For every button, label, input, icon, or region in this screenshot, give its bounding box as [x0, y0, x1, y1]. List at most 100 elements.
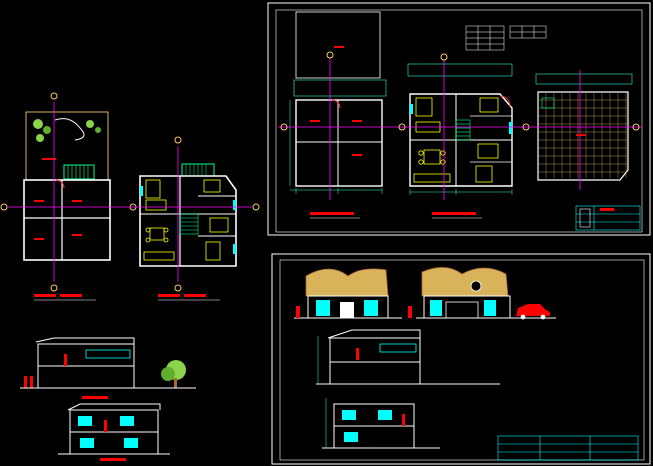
- door-swing: [499, 95, 511, 107]
- gutter-detail: [541, 97, 555, 109]
- axis-tag: [174, 284, 182, 292]
- window: [233, 200, 236, 210]
- roof-profile: [305, 268, 389, 297]
- section-b: [58, 403, 170, 461]
- lot-outline: [295, 11, 381, 79]
- tree-icon: [33, 119, 43, 129]
- window: [344, 432, 358, 442]
- door-swing: [55, 179, 65, 189]
- axis-tag: [0, 203, 8, 211]
- cross-section: [322, 398, 440, 449]
- person-icon: [402, 414, 405, 426]
- upper-floor-plan: [128, 136, 260, 301]
- bed-icon: [205, 241, 221, 261]
- site-plan: [278, 11, 400, 219]
- plan-title-bar: [158, 294, 180, 297]
- tree-icon: [161, 360, 186, 388]
- plan-title-bar: [432, 212, 476, 215]
- lower-floor: [329, 361, 421, 385]
- person-icon: [356, 348, 359, 360]
- section-title-bar: [82, 396, 108, 399]
- lower-floor: [37, 365, 135, 389]
- label-bar: [576, 134, 586, 136]
- person-icon: [24, 376, 27, 388]
- label-bar: [72, 200, 82, 202]
- exterior-wall: [295, 99, 383, 187]
- label-bar: [334, 46, 344, 48]
- furniture: [143, 179, 229, 261]
- longitudinal-section: [316, 329, 500, 385]
- person-icon: [30, 376, 33, 388]
- roof-plan: [526, 70, 642, 190]
- tree-icon: [86, 120, 94, 128]
- window: [120, 416, 134, 426]
- sheet-border-outer: [271, 253, 651, 465]
- railing: [379, 343, 417, 353]
- window: [378, 410, 392, 420]
- label-bar: [34, 238, 44, 240]
- garden-plants: [33, 118, 101, 142]
- bed-icon: [209, 217, 229, 233]
- glass-panels: [140, 186, 236, 254]
- dimension-ticks: [289, 100, 383, 194]
- label-bar: [72, 234, 82, 236]
- window: [430, 300, 442, 316]
- window: [364, 300, 378, 316]
- plan-title-bar: [184, 294, 206, 297]
- axis-tag: [174, 136, 182, 144]
- axis-tag: [632, 123, 640, 131]
- roof-line: [67, 403, 161, 411]
- stair-hatch: [63, 164, 95, 180]
- title-block: [497, 435, 639, 461]
- axis-tag: [50, 92, 58, 100]
- dimension-strip: [407, 63, 513, 77]
- furnished-floor-plan: [398, 53, 530, 219]
- exterior-wall: [139, 175, 237, 267]
- bed-icon: [479, 97, 499, 113]
- chair-icon: [163, 227, 169, 233]
- label-bar: [352, 154, 362, 156]
- person-icon: [64, 354, 67, 366]
- axis-tag: [326, 51, 334, 59]
- window: [233, 244, 236, 254]
- exterior-wall: [409, 93, 513, 187]
- chair-icon: [145, 237, 151, 243]
- table-icon: [423, 149, 441, 165]
- window: [316, 300, 330, 316]
- roof-profile: [421, 267, 509, 297]
- bed-icon: [475, 165, 493, 183]
- bed-icon: [145, 179, 161, 199]
- plan-title-bar: [310, 212, 354, 215]
- sheet-border-inner: [275, 9, 643, 233]
- balcony-rail: [185, 164, 207, 176]
- window: [410, 104, 413, 114]
- rear-elevation: [416, 267, 556, 320]
- sofa-icon: [145, 199, 167, 211]
- front-elevation: [294, 268, 412, 319]
- plan-title-bar: [60, 294, 82, 297]
- person-icon: [296, 306, 300, 318]
- window: [509, 122, 512, 134]
- label-bar: [352, 120, 362, 122]
- sheet-border-outer: [267, 2, 651, 236]
- table-icon: [149, 227, 165, 241]
- label-bar: [42, 158, 56, 160]
- chair-icon: [440, 150, 446, 156]
- bed-icon: [203, 179, 221, 193]
- dimension-strip: [293, 79, 387, 97]
- door: [340, 302, 354, 318]
- garden-path: [54, 118, 85, 141]
- elevation-sheet: [271, 253, 651, 465]
- chair-icon: [440, 159, 446, 165]
- plan-sheet: [267, 2, 651, 236]
- dimension-ticks: [409, 189, 513, 195]
- axis-tag: [280, 123, 288, 131]
- title-block: [575, 205, 641, 231]
- chair-icon: [163, 237, 169, 243]
- axis-tag: [50, 284, 58, 292]
- title-block-logo: [579, 208, 591, 228]
- title-block-stamp: [600, 208, 614, 211]
- glass-panels: [410, 104, 512, 134]
